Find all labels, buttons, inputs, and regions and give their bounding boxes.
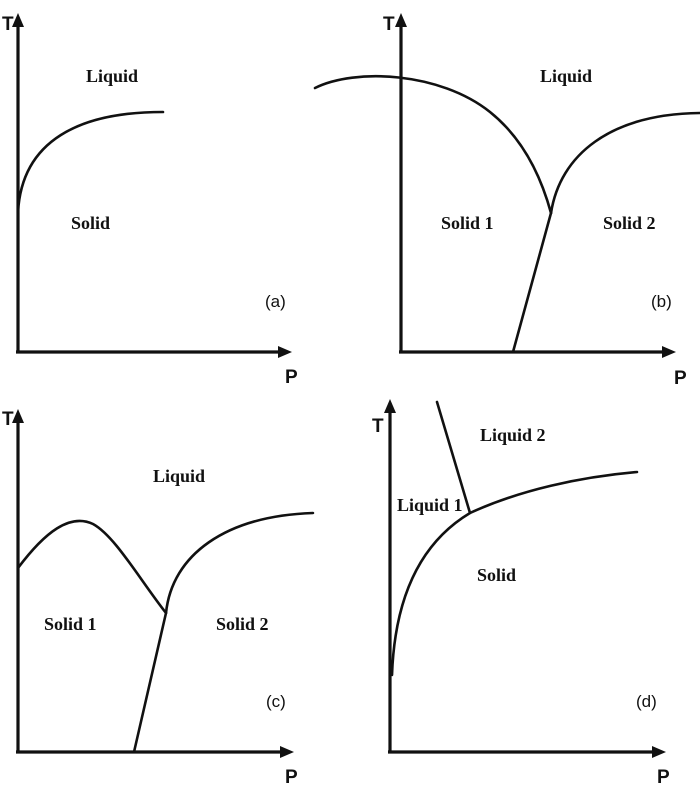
p-axis-label: P (285, 767, 298, 785)
p-axis-arrowhead (662, 346, 676, 358)
region-solid: Solid (477, 565, 516, 585)
p-axis-arrowhead (278, 346, 292, 358)
t-axis-arrowhead (395, 13, 407, 27)
liquid1-liquid2-line (435, 400, 472, 515)
panel-tag: (c) (266, 692, 286, 711)
p-axis-label: P (657, 767, 670, 785)
t-axis-arrowhead (12, 13, 24, 27)
t-axis-label: T (383, 14, 395, 35)
region-liquid: Liquid (86, 66, 138, 86)
region-solid-2: Solid 2 (603, 213, 656, 233)
solid1-solid2-line (511, 211, 553, 354)
solid2-liquid-curve (549, 111, 700, 215)
p-axis-arrowhead (652, 746, 666, 758)
region-solid-1: Solid 1 (441, 213, 494, 233)
t-axis-label: T (2, 14, 14, 35)
region-liquid-2: Liquid 2 (480, 425, 546, 445)
solid2-liquid-curve (164, 511, 315, 615)
region-liquid: Liquid (540, 66, 592, 86)
region-solid-2: Solid 2 (216, 614, 269, 634)
region-liquid: Liquid (153, 466, 205, 486)
melting-curve (16, 110, 165, 214)
panel-tag: (d) (636, 692, 657, 711)
panel-d: T P Liquid 2 Liquid 1 Solid (d) (372, 399, 670, 785)
t-axis-arrowhead (384, 399, 396, 413)
region-liquid-1: Liquid 1 (397, 495, 463, 515)
t-axis-label: T (372, 416, 384, 437)
panel-tag: (a) (265, 292, 286, 311)
t-axis-arrowhead (12, 409, 24, 423)
panel-a: T P Liquid Solid (a) (2, 13, 298, 388)
solid1-solid2-line (132, 611, 168, 754)
panel-b: T P Liquid Solid 1 Solid 2 (b) (313, 13, 700, 389)
region-solid-1: Solid 1 (44, 614, 97, 634)
panel-tag: (b) (651, 292, 672, 311)
t-axis-label: T (2, 409, 14, 430)
p-axis-label: P (674, 368, 687, 389)
region-solid: Solid (71, 213, 110, 233)
solid1-liquid-curve (16, 519, 168, 615)
panel-c: T P Liquid Solid 1 Solid 2 (c) (2, 409, 315, 785)
solid1-liquid-curve (313, 75, 553, 215)
p-axis-label: P (285, 367, 298, 388)
p-axis-arrowhead (280, 746, 294, 758)
